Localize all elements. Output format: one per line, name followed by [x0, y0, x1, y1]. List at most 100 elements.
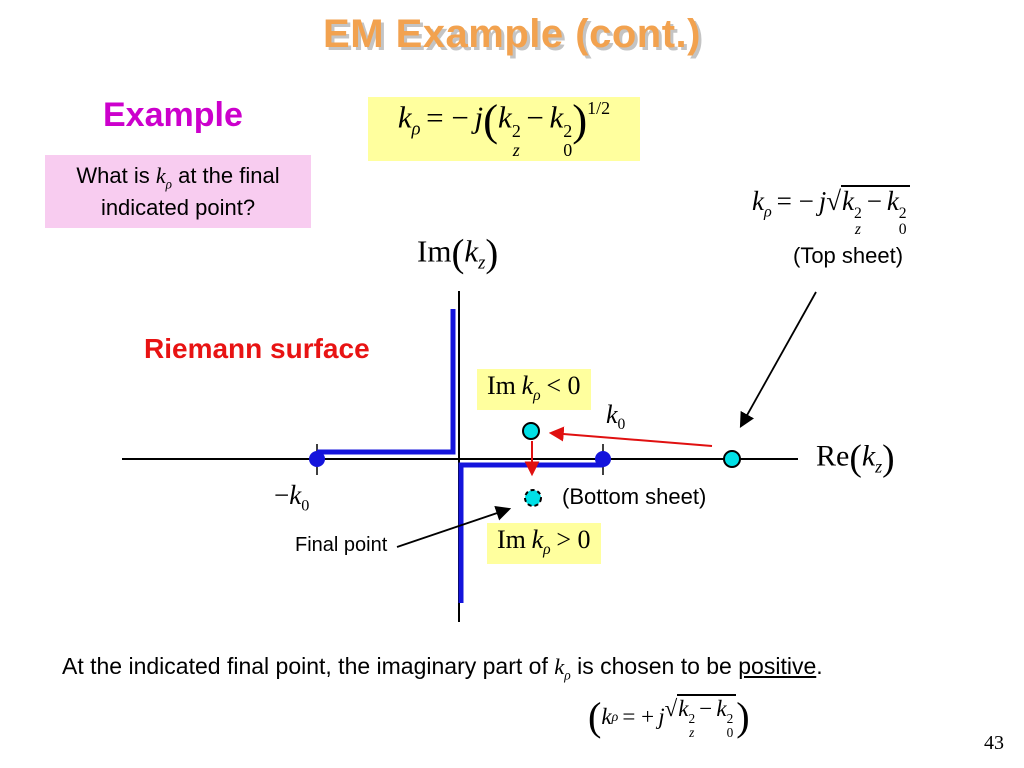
math-sub-0: 0: [898, 221, 907, 239]
branch-point-plus-k0: [595, 451, 611, 467]
math-rparen: ): [882, 438, 895, 479]
sqrt-sign: √: [826, 186, 842, 216]
math-op: = +: [622, 704, 655, 730]
question-line1: What is kρ at the final: [45, 161, 311, 193]
math-sub-z: z: [689, 724, 695, 740]
page-number: 43: [984, 732, 1004, 754]
math-j: j: [658, 704, 665, 730]
math-sub-rho: ρ: [165, 175, 172, 191]
math-op: = −: [426, 99, 469, 135]
math-k: k: [464, 233, 479, 269]
riemann-surface-label: Riemann surface: [144, 333, 370, 364]
math-sub-0: 0: [617, 416, 626, 434]
math-k: k: [606, 400, 618, 429]
k-rho-symbol: kρ: [554, 654, 571, 683]
math-k: k: [531, 525, 544, 554]
math-k: k: [601, 704, 612, 730]
math-k: k: [716, 696, 727, 721]
math-rparen: ): [485, 232, 499, 275]
math-lparen: (: [451, 232, 465, 275]
question-box: What is kρ at the final indicated point?: [45, 155, 311, 228]
math-sub-rho: ρ: [564, 667, 571, 683]
question-suffix: at the final: [171, 162, 280, 188]
path-move-arrow: [548, 426, 713, 447]
math-sup-2: 2: [898, 204, 907, 222]
top-sheet-label: (Top sheet): [793, 243, 904, 268]
conclusion-prefix: At the indicated final point, the imagin…: [62, 653, 555, 679]
re-text: Re: [816, 439, 850, 473]
math-j: j: [818, 186, 827, 216]
math-k: k: [521, 371, 534, 400]
math-lparen: (: [849, 438, 862, 479]
math-k: k: [397, 99, 412, 135]
math-k: k: [752, 186, 764, 216]
math-k: k: [886, 186, 899, 216]
math-sub-0: 0: [726, 724, 734, 740]
math-k: k: [289, 480, 302, 510]
top-sheet-arrow: [739, 291, 817, 429]
re-axis-label: Re(kz): [816, 436, 895, 481]
conclusion-period: .: [816, 653, 823, 679]
math-sub-rho: ρ: [533, 387, 541, 405]
k0-label: k0: [606, 400, 625, 434]
math-sup-2: 2: [563, 120, 573, 141]
math-sub-z: z: [478, 252, 486, 274]
im-text: Im: [497, 525, 526, 554]
math-sub-rho: ρ: [411, 119, 421, 140]
minus-k0-label: −k0: [274, 480, 309, 515]
top-sheet-point-dot: [522, 422, 540, 440]
math-j: j: [474, 99, 484, 135]
branch-cut-top-sheet: [317, 309, 456, 455]
math-sup-2: 2: [854, 204, 862, 222]
math-lparen: (: [588, 693, 602, 739]
gt-zero: > 0: [556, 525, 591, 554]
lt-zero: < 0: [546, 371, 581, 400]
conclusion-mid: is chosen to be: [570, 653, 739, 679]
math-sub-z: z: [875, 456, 883, 477]
question-line2: indicated point?: [100, 194, 256, 220]
question-prefix: What is: [76, 162, 156, 188]
math-sub-rho: ρ: [611, 708, 619, 724]
math-minus: −: [526, 99, 544, 135]
math-lparen: (: [483, 95, 499, 146]
final-point-label: Final point: [295, 534, 388, 556]
math-k: k: [842, 186, 855, 216]
start-point-dot: [723, 450, 741, 468]
bottom-sheet-label: (Bottom sheet): [562, 484, 707, 509]
example-heading: Example: [103, 96, 243, 134]
slide-title: EM Example (cont.): [323, 12, 701, 56]
math-sub-0: 0: [563, 139, 573, 160]
math-exp-half: 1/2: [587, 98, 611, 119]
sqrt-sign: √: [664, 696, 678, 721]
math-sub-rho: ρ: [543, 541, 551, 559]
math-rparen: ): [736, 693, 750, 739]
im-text: Im: [417, 233, 452, 269]
math-sub-rho: ρ: [763, 202, 772, 221]
math-k: k: [155, 162, 166, 188]
math-k: k: [678, 696, 689, 721]
math-sub-z: z: [512, 139, 520, 160]
k-rho-symbol: kρ: [155, 162, 172, 191]
final-point-dot: [524, 489, 542, 507]
math-minus: −: [699, 696, 713, 721]
math-op: = −: [776, 186, 814, 216]
conclusion-text: At the indicated final point, the imagin…: [62, 653, 823, 684]
math-k: k: [861, 439, 876, 473]
math-sub-0: 0: [301, 496, 310, 515]
math-sub-z: z: [854, 221, 861, 239]
im-axis-label: Im(kz): [417, 231, 498, 278]
math-minus: −: [866, 186, 882, 216]
